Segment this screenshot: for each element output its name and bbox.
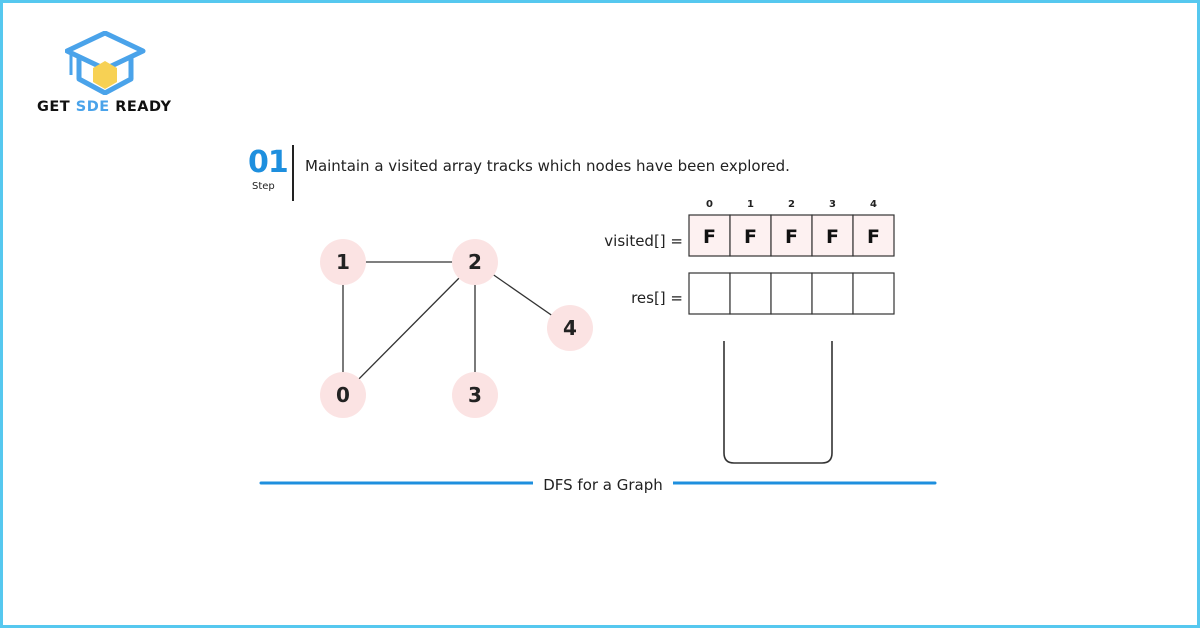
graph-node-label: 1 (336, 250, 350, 274)
dfs-diagram: 0 1 2 3 4 visited[] = 0 1 2 3 4 F F F F F res[] = (259, 199, 937, 485)
visited-cell (688, 214, 731, 257)
diagram-caption: DFS for a Graph (533, 476, 673, 494)
graph-node-2 (452, 239, 498, 285)
step-number: 01 (248, 145, 289, 180)
visited-cell (729, 214, 772, 257)
visited-cell-value: F (744, 226, 757, 248)
graph-node-label: 3 (468, 383, 482, 407)
visited-index: 0 (706, 199, 713, 210)
visited-cell-value: F (867, 226, 880, 248)
visited-indices: 0 1 2 3 4 (706, 199, 877, 210)
step-label: Step (252, 181, 275, 192)
visited-cell-value: F (826, 226, 839, 248)
graph-node-3 (452, 372, 498, 418)
graph-node-label: 4 (563, 316, 577, 340)
graph-node-0 (320, 372, 366, 418)
brand-logo: GET SDE READY (33, 31, 183, 121)
brand-name: GET SDE READY (37, 99, 172, 115)
res-label: res[] = (631, 289, 683, 307)
graduation-cap-icon (65, 31, 146, 95)
visited-cell (770, 214, 813, 257)
edge-2-0 (342, 261, 476, 396)
visited-cell-value: F (703, 226, 716, 248)
step-divider (292, 145, 294, 201)
visited-label: visited[] = (604, 232, 683, 250)
visited-index: 2 (788, 199, 795, 210)
res-cell (688, 272, 731, 315)
visited-index: 1 (747, 199, 754, 210)
res-array (688, 272, 895, 315)
visited-cell (811, 214, 854, 257)
visited-cell (852, 214, 895, 257)
graph-node-4 (547, 305, 593, 351)
res-cell (852, 272, 895, 315)
graph-node-label: 2 (468, 250, 482, 274)
res-cell (811, 272, 854, 315)
graph-node-label: 0 (336, 383, 350, 407)
visited-index: 3 (829, 199, 836, 210)
stack-container (723, 341, 833, 464)
res-cell (770, 272, 813, 315)
graph-node-1 (320, 239, 366, 285)
res-cell (729, 272, 772, 315)
visited-cell-value: F (785, 226, 798, 248)
step-description: Maintain a visited array tracks which no… (305, 157, 790, 175)
visited-index: 4 (870, 199, 877, 210)
graph-edges (342, 261, 571, 396)
graph-nodes: 0 1 2 3 4 (320, 239, 593, 418)
